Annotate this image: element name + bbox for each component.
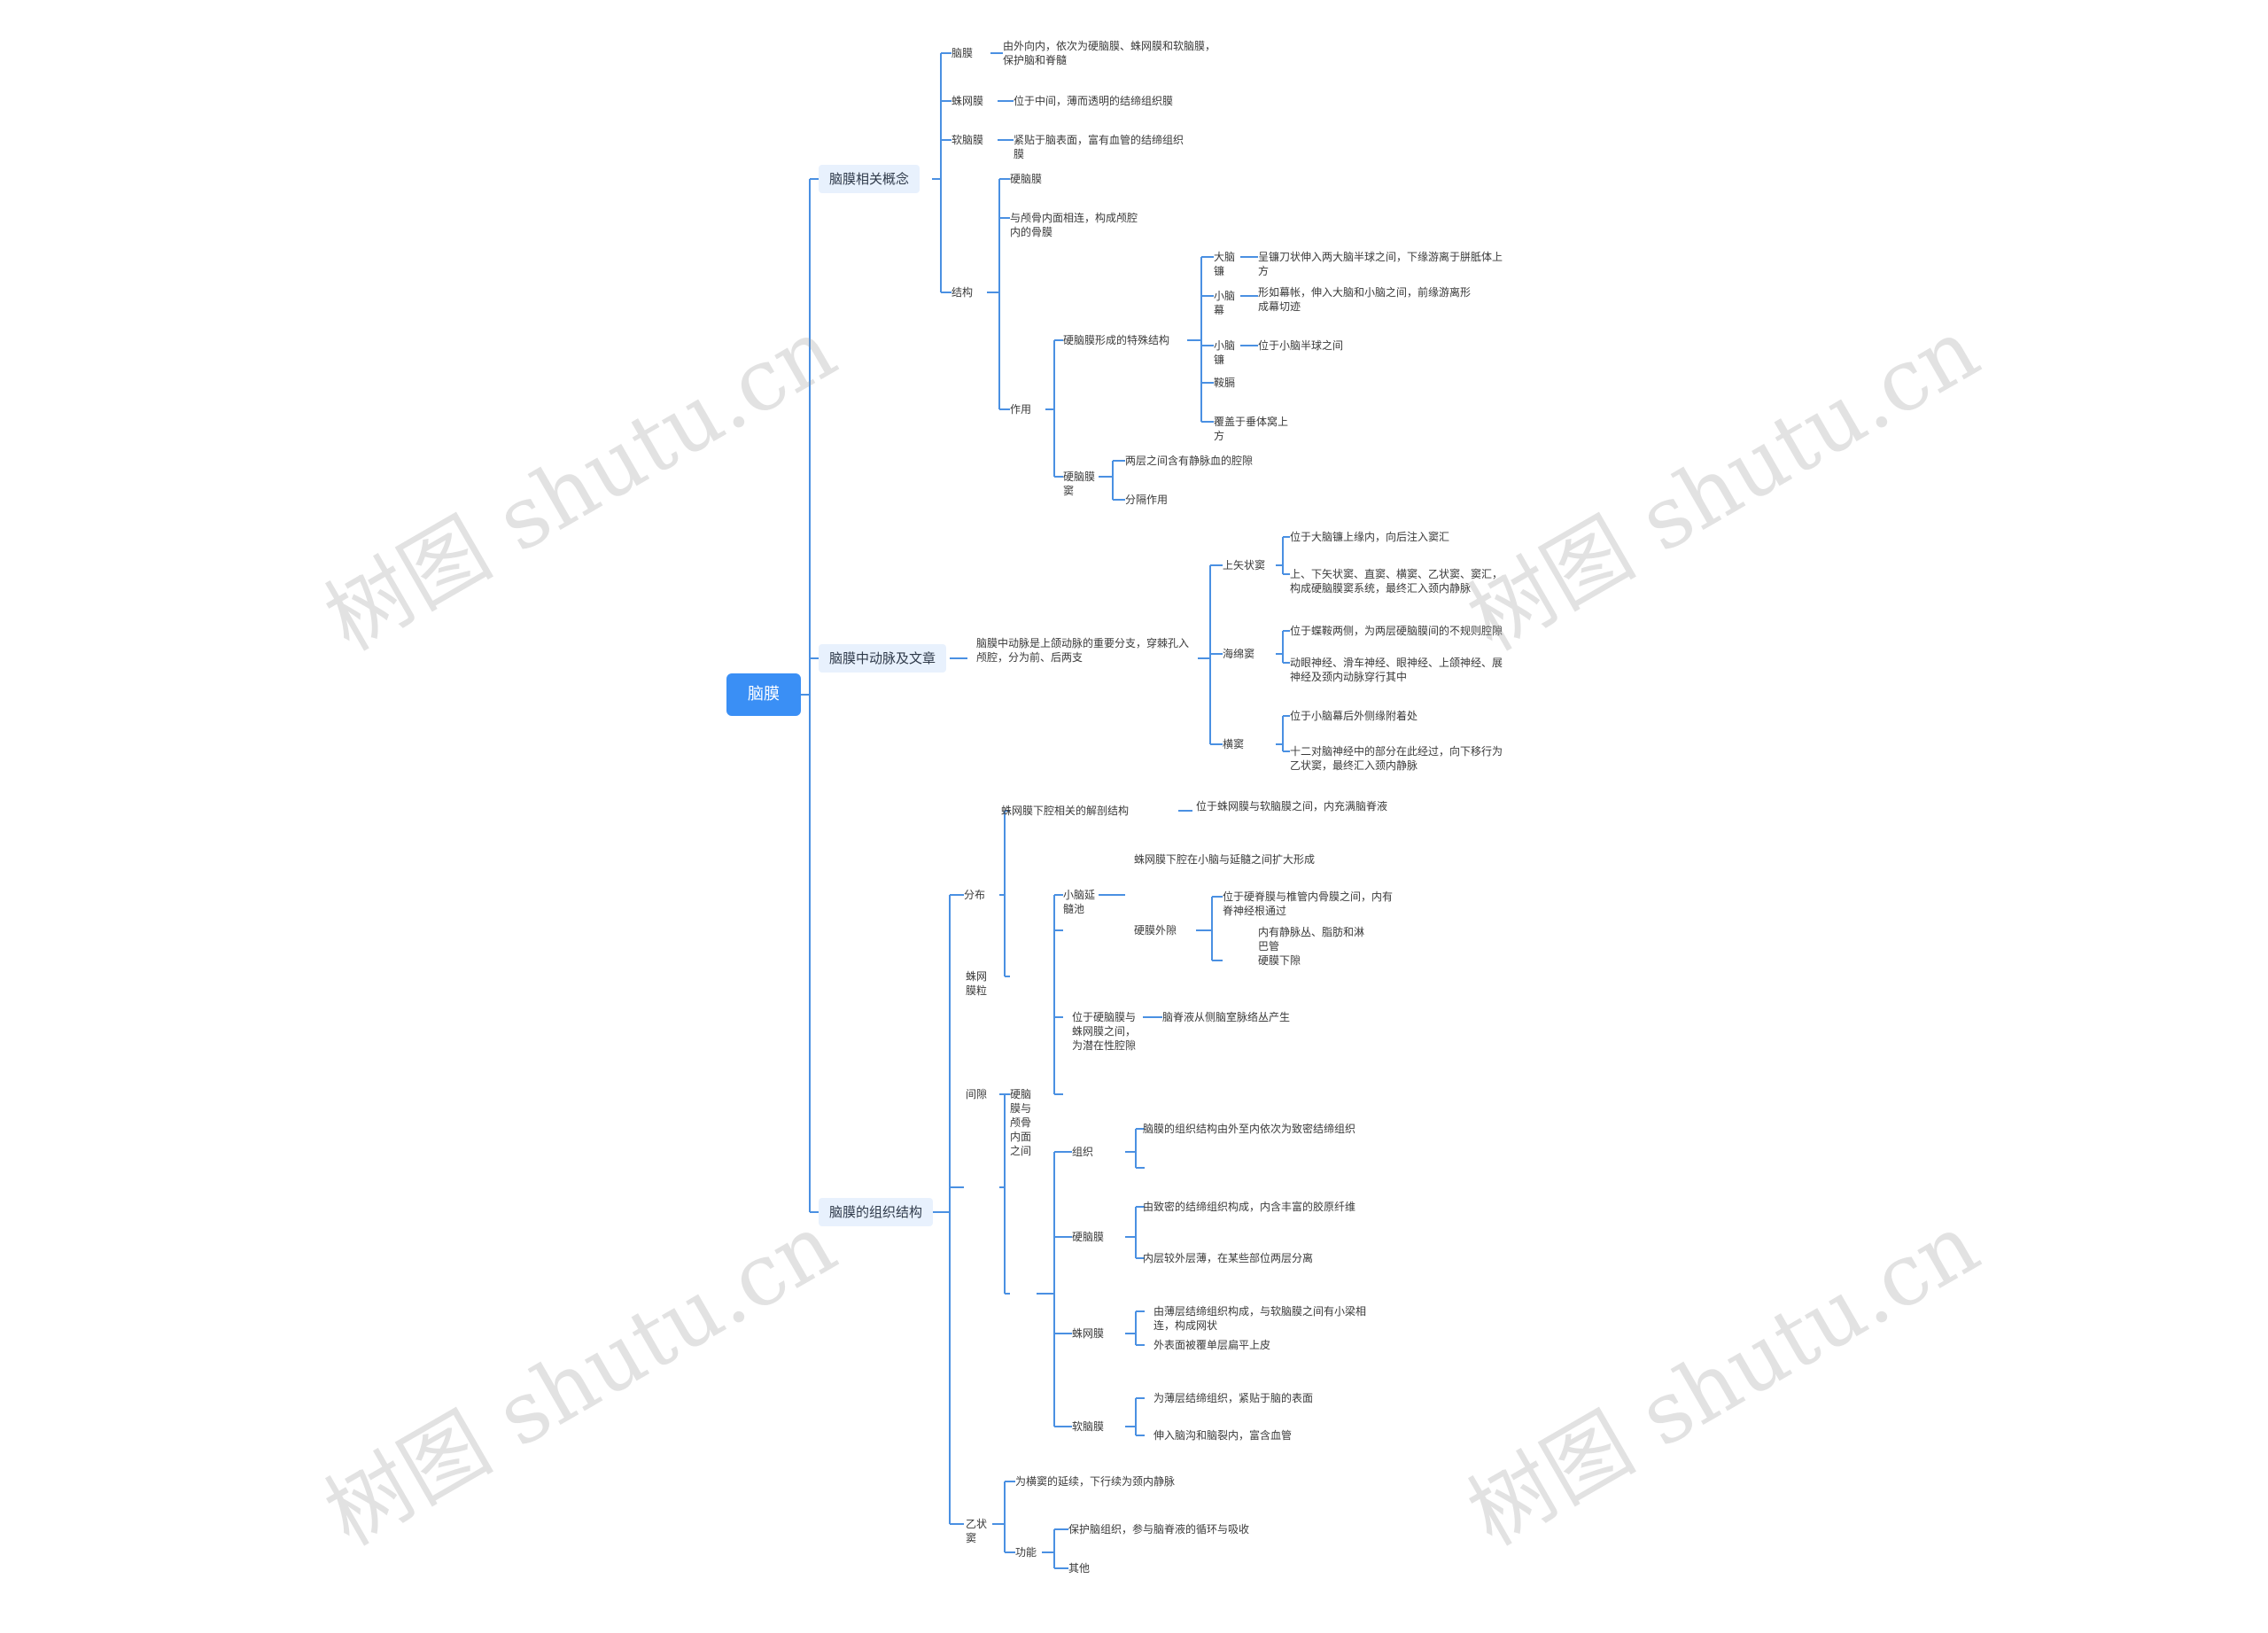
mindmap-node-n25a[interactable]: 由致密的结缔组织构成，内含丰富的胶原纤维 [1143, 1201, 1356, 1213]
mindmap-node-n3a[interactable]: 紧贴于脑表面，富有血管的结缔组织膜 [1014, 134, 1184, 160]
mindmap-node-n9b[interactable]: 覆盖于垂体窝上方 [1214, 416, 1289, 442]
mindmap-node-n27b[interactable]: 伸入脑沟和脑裂内，富含血管 [1153, 1429, 1293, 1442]
mindmap-node-n14a[interactable]: 位于小脑幕后外侧缘附着处 [1290, 710, 1418, 722]
mindmap-node-n13[interactable]: 海绵窦 [1223, 648, 1255, 660]
mindmap-node-n21[interactable]: 蛛网膜粒 [966, 970, 988, 997]
mindmap-node-n27[interactable]: 软脑膜 [1072, 1420, 1105, 1433]
mindmap-node-n8a[interactable]: 位于小脑半球之间 [1258, 339, 1344, 352]
root-node[interactable]: 脑膜 [726, 673, 801, 716]
mindmap-node-n16[interactable]: 蛛网膜下腔相关的解剖结构 [1001, 805, 1130, 817]
mindmap-node-n20a[interactable]: 位于硬脑膜与蛛网膜之间，为潜在性腔隙 [1072, 1011, 1137, 1052]
branch-middle-meningeal[interactable]: 脑膜中动脉及文章 [819, 644, 947, 673]
mindmap-node-n3[interactable]: 软脑膜 [951, 134, 984, 146]
branch-tissue-structure[interactable]: 脑膜的组织结构 [819, 1198, 934, 1226]
mindmap-node-n19[interactable]: 硬膜外隙 [1134, 924, 1177, 937]
mindmap-node-n20b[interactable]: 脑脊液从侧脑室脉络丛产生 [1162, 1011, 1291, 1023]
branch-concepts[interactable]: 脑膜相关概念 [819, 165, 920, 193]
mindmap-node-n18a[interactable]: 蛛网膜下腔在小脑与延髓之间扩大形成 [1134, 853, 1316, 866]
mindmap-node-n14[interactable]: 横窦 [1223, 738, 1245, 750]
mindmap-node-n4[interactable]: 硬脑膜 [1010, 173, 1043, 185]
mindmap-node-n11[interactable]: 分隔作用 [1125, 494, 1169, 506]
mindmap-node-n26b[interactable]: 外表面被覆单层扁平上皮 [1153, 1339, 1271, 1351]
mindmap-node-n22[interactable]: 间隙 [966, 1088, 988, 1100]
mindmap-node-n20[interactable]: 硬膜下隙 [1258, 954, 1301, 967]
mindmap-node-n15[interactable]: 脑膜中动脉是上颌动脉的重要分支，穿棘孔入颅腔，分为前、后两支 [976, 637, 1190, 664]
mindmap-node-n16a[interactable]: 位于蛛网膜与软脑膜之间，内充满脑脊液 [1196, 800, 1388, 813]
mindmap-node-n10a[interactable]: 两层之间含有静脉血的腔隙 [1125, 455, 1254, 467]
mindmap-node-n12b[interactable]: 上、下矢状窦、直窦、横窦、乙状窦、窦汇，构成硬脑膜窦系统，最终汇入颈内静脉 [1290, 568, 1503, 595]
mindmap-node-n5a[interactable]: 硬脑膜形成的特殊结构 [1063, 334, 1170, 346]
mindmap-node-n28a[interactable]: 为横窦的延续，下行续为颈内静脉 [1015, 1475, 1176, 1488]
mindmap-node-n18[interactable]: 小脑延髓池 [1063, 889, 1096, 915]
mindmap-node-n1[interactable]: 脑膜 [951, 47, 974, 59]
mindmap-node-n2a[interactable]: 位于中间，薄而透明的结缔组织膜 [1014, 95, 1174, 107]
mindmap-node-n24a[interactable]: 脑膜的组织结构由外至内依次为致密结缔组织 [1143, 1123, 1356, 1135]
mindmap-node-n29a[interactable]: 保护脑组织，参与脑脊液的循环与吸收 [1068, 1523, 1250, 1536]
mindmap-node-n10[interactable]: 硬脑膜窦 [1063, 470, 1096, 497]
mindmap-node-n7[interactable]: 小脑幕 [1214, 290, 1236, 316]
mindmap-node-n7a[interactable]: 形如幕帐，伸入大脑和小脑之间，前缘游离形成幕切迹 [1258, 286, 1472, 313]
mindmap-node-n14b[interactable]: 十二对脑神经中的部分在此经过，向下移行为乙状窦，最终汇入颈内静脉 [1290, 745, 1503, 772]
mindmap-node-n6[interactable]: 大脑镰 [1214, 251, 1236, 277]
mindmap-node-n23[interactable]: 硬脑膜与颅骨内面之间 [1010, 1088, 1032, 1157]
mindmap-node-n17[interactable]: 分布 [964, 889, 986, 901]
mindmap-node-n24[interactable]: 组织 [1072, 1146, 1094, 1158]
mindmap-node-n19b[interactable]: 内有静脉丛、脂肪和淋巴管 [1258, 926, 1365, 953]
mindmap-node-n25[interactable]: 硬脑膜 [1072, 1231, 1105, 1243]
mindmap-node-n27a[interactable]: 为薄层结缔组织，紧贴于脑的表面 [1153, 1392, 1314, 1404]
mindmap-node-n25b[interactable]: 内层较外层薄，在某些部位两层分离 [1143, 1252, 1314, 1264]
mindmap-node-n1a[interactable]: 由外向内，依次为硬脑膜、蛛网膜和软脑膜，保护脑和脊髓 [1003, 40, 1216, 66]
mindmap-node-n29[interactable]: 功能 [1015, 1546, 1037, 1559]
mindmap-node-n19a[interactable]: 位于硬脊膜与椎管内骨膜之间，内有脊神经根通过 [1223, 890, 1394, 917]
mindmap-node-n13b[interactable]: 动眼神经、滑车神经、眼神经、上颌神经、展神经及颈内动脉穿行其中 [1290, 657, 1503, 683]
mindmap-node-n28[interactable]: 乙状窦 [966, 1518, 988, 1544]
mindmap-node-n6a[interactable]: 呈镰刀状伸入两大脑半球之间，下缘游离于胼胝体上方 [1258, 251, 1503, 277]
mindmap-node-n5b[interactable]: 作用 [1010, 403, 1032, 416]
mindmap-node-n2[interactable]: 蛛网膜 [951, 95, 984, 107]
mindmap-node-n12[interactable]: 上矢状窦 [1223, 559, 1266, 572]
mindmap-node-n8[interactable]: 小脑镰 [1214, 339, 1236, 366]
mindmap-node-n4b[interactable]: 与颅骨内面相连，构成颅腔内的骨膜 [1010, 212, 1138, 238]
mindmap-node-n13a[interactable]: 位于蝶鞍两侧，为两层硬脑膜间的不规则腔隙 [1290, 625, 1503, 637]
mindmap-node-n12a[interactable]: 位于大脑镰上缘内，向后注入窦汇 [1290, 531, 1450, 543]
mindmap-node-n26[interactable]: 蛛网膜 [1072, 1327, 1105, 1340]
mindmap-node-n30[interactable]: 其他 [1068, 1562, 1091, 1575]
mindmap-node-n5[interactable]: 结构 [951, 286, 974, 299]
mindmap-node-n9[interactable]: 鞍膈 [1214, 377, 1236, 389]
mindmap-node-n26a[interactable]: 由薄层结缔组织构成，与软脑膜之间有小梁相连，构成网状 [1153, 1305, 1367, 1332]
